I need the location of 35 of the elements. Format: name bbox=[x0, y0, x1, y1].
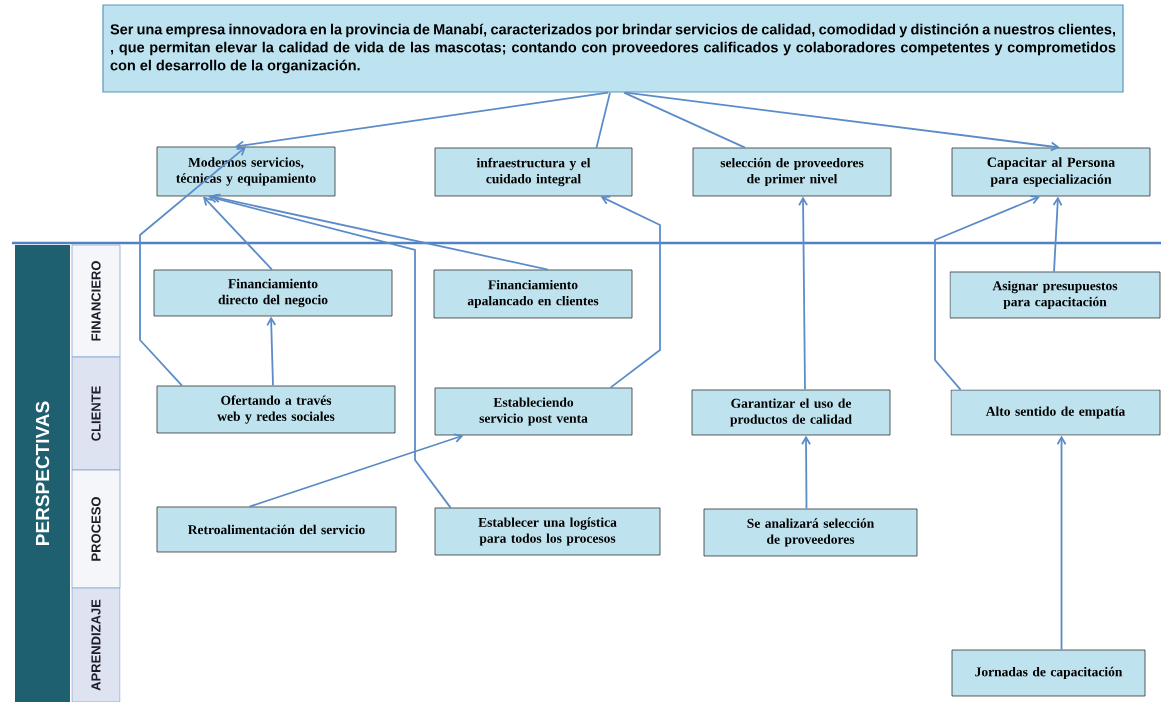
strategy-box: Estableciendo servicio post venta bbox=[434, 387, 633, 436]
strategy-box: Retroalimentación del servicio bbox=[156, 506, 397, 553]
strategy-box: Financiamiento apalancado en clientes bbox=[433, 269, 633, 319]
arrow bbox=[934, 195, 1040, 391]
strategy-box: Se analizará selección de proveedores bbox=[703, 508, 918, 557]
strategy-box: Alto sentido de empatía bbox=[950, 389, 1161, 436]
strategy-box: Asignar presupuestos para capacitación bbox=[949, 271, 1161, 319]
strategy-box: Capacitar al Persona para especialización bbox=[951, 147, 1151, 197]
arrow bbox=[208, 193, 452, 509]
strategy-box: Garantizar el uso de productos de calidad bbox=[691, 389, 891, 436]
arrow bbox=[625, 91, 1060, 152]
strategy-box: Financiamiento directo del negocio bbox=[153, 269, 393, 317]
mission-box: Ser una empresa innovadora en la provincia de Manabí, caracterizados por brindar servicios de calidad, comodidad y distinción a nuestros clientes, , que permitan elevar la calidad de vida de las mascotas; contando con proveedores calificados y colaboradores competentes y comprometidos con el desarrollo de la organización. bbox=[102, 4, 1124, 93]
arrow bbox=[1052, 196, 1063, 273]
arrow bbox=[801, 435, 811, 510]
arrow bbox=[798, 196, 808, 391]
arrow bbox=[1056, 435, 1067, 651]
strategy-box: Establecer una logística para todos los procesos bbox=[434, 507, 661, 556]
arrow bbox=[211, 193, 549, 271]
strategy-box: Jornadas de capacitación bbox=[951, 649, 1146, 697]
strategy-box: Ofertando a través web y redes sociales bbox=[156, 385, 396, 434]
strategy-box: Modernos servicios, técnicas y equipamiento bbox=[156, 146, 336, 197]
perspectives-band: PERSPECTIVAS bbox=[15, 245, 70, 702]
arrow bbox=[248, 433, 464, 508]
strategy-box: infraestructura y el cuidado integral bbox=[434, 147, 633, 197]
arrow bbox=[235, 91, 609, 151]
row-header: CLIENTE bbox=[71, 356, 121, 471]
row-header: PROCESO bbox=[71, 469, 121, 589]
arrow bbox=[266, 316, 277, 387]
strategy-box: selección de proveedores de primer nivel bbox=[692, 147, 892, 197]
arrow bbox=[600, 195, 661, 389]
arrow bbox=[139, 146, 246, 387]
row-header: APRENDIZAJE bbox=[71, 587, 121, 702]
arrow bbox=[203, 196, 273, 271]
row-header: FINANCIERO bbox=[71, 244, 121, 358]
